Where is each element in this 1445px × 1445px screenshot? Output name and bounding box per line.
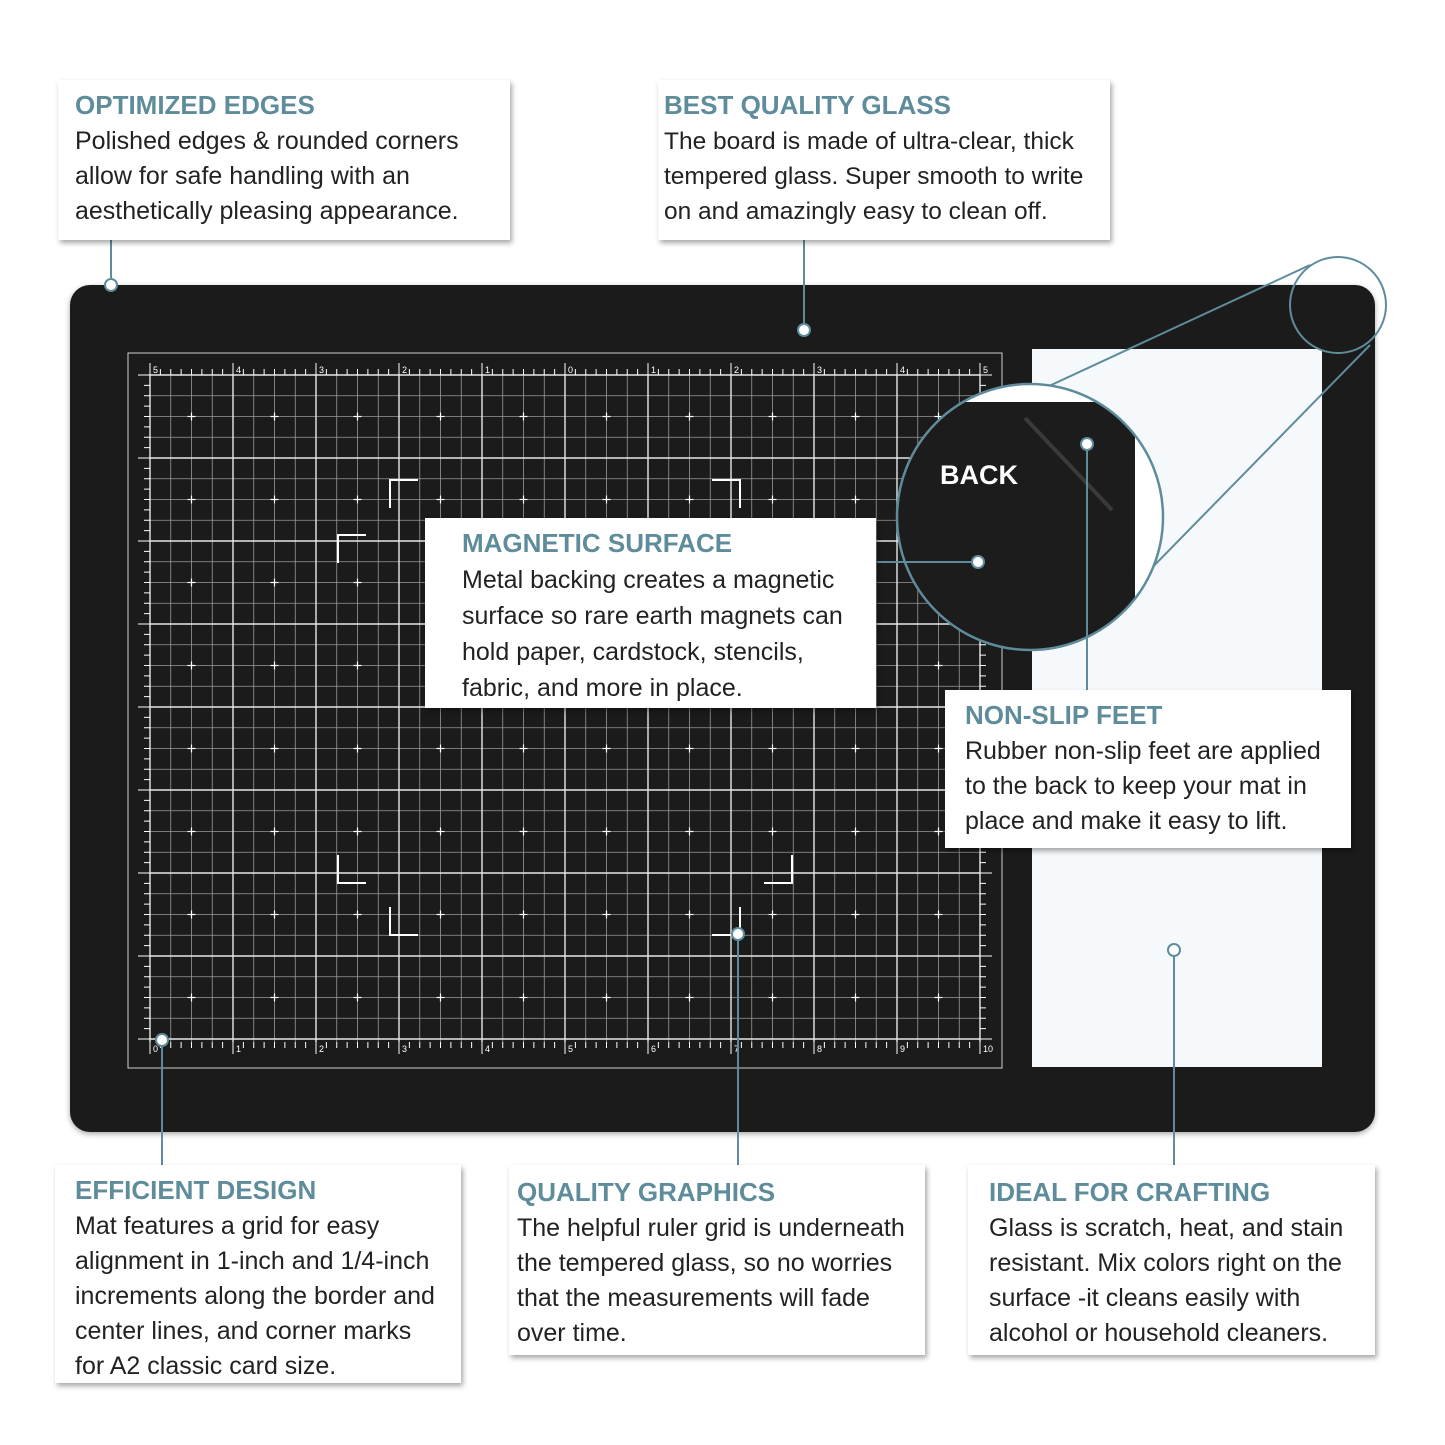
callout-magnetic-surface: MAGNETIC SURFACE Metal backing creates a…	[425, 518, 876, 708]
ruler-top-label: 2	[402, 365, 407, 375]
ruler-top-label: 5	[983, 365, 988, 375]
ruler-bottom-label: 0	[153, 1044, 158, 1054]
ruler-top-label: 0	[568, 365, 573, 375]
callout-efficient-design: EFFICIENT DESIGN Mat features a grid for…	[55, 1165, 461, 1383]
callout-title: BEST QUALITY GLASS	[664, 90, 951, 120]
ruler-bottom-label: 2	[319, 1044, 324, 1054]
ruler-bottom-label: 8	[817, 1044, 822, 1054]
callout-title: MAGNETIC SURFACE	[462, 528, 733, 558]
ruler-top-label: 4	[236, 365, 241, 375]
ruler-top-label: 2	[734, 365, 739, 375]
ruler-top-label: 3	[817, 365, 822, 375]
callout-body: Metal backing creates a magnetic surface…	[462, 566, 843, 702]
ruler-bottom-label: 7	[734, 1044, 739, 1054]
ruler-bottom-label: 1	[236, 1044, 241, 1054]
ruler-bottom-label: 5	[568, 1044, 573, 1054]
callout-body: The helpful ruler grid is underneath the…	[517, 1214, 905, 1347]
callout-title: IDEAL FOR CRAFTING	[989, 1177, 1271, 1207]
ruler-bottom-label: 3	[402, 1044, 407, 1054]
callout-non-slip-feet: NON-SLIP FEET Rubber non-slip feet are a…	[945, 690, 1351, 848]
ruler-bottom-label: 10	[983, 1044, 993, 1054]
callout-body: Rubber non-slip feet are applied to the …	[965, 737, 1321, 835]
ruler-top-label: 3	[319, 365, 324, 375]
callout-body: Glass is scratch, heat, and stain resist…	[989, 1214, 1344, 1347]
ruler-top-label: 5	[153, 365, 158, 375]
callout-optimized-edges: OPTIMIZED EDGES Polished edges & rounded…	[58, 80, 510, 240]
ruler-bottom-label: 4	[485, 1044, 490, 1054]
ruler-top-label: 1	[485, 365, 490, 375]
callout-quality-graphics: QUALITY GRAPHICS The helpful ruler grid …	[509, 1165, 925, 1355]
callout-body: The board is made of ultra-clear, thick …	[664, 128, 1084, 225]
ruler-bottom-label: 9	[900, 1044, 905, 1054]
callout-body: Mat features a grid for easy alignment i…	[75, 1212, 435, 1380]
back-label: BACK	[940, 460, 1018, 490]
callout-body: Polished edges & rounded corners allow f…	[75, 127, 459, 225]
ruler-top-label: 1	[651, 365, 656, 375]
callout-title: QUALITY GRAPHICS	[517, 1177, 776, 1207]
callout-best-quality-glass: BEST QUALITY GLASS The board is made of …	[658, 80, 1110, 240]
ruler-top-label: 4	[900, 365, 905, 375]
ruler-bottom-label: 6	[651, 1044, 656, 1054]
callout-title: NON-SLIP FEET	[965, 700, 1163, 730]
callout-title: EFFICIENT DESIGN	[75, 1175, 317, 1205]
callout-ideal-for-crafting: IDEAL FOR CRAFTING Glass is scratch, hea…	[968, 1165, 1375, 1355]
callout-title: OPTIMIZED EDGES	[75, 90, 315, 120]
